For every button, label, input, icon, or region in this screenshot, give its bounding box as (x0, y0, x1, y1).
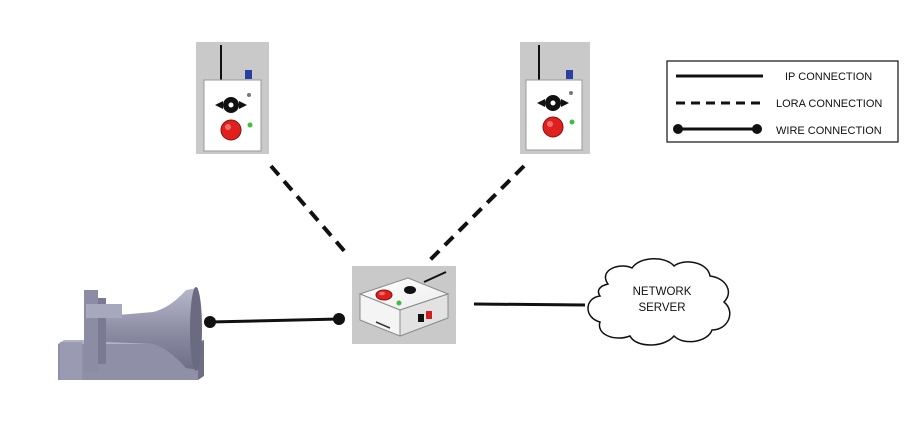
lora-button-device-icon (196, 42, 269, 154)
siren-horn-icon (58, 287, 204, 380)
legend: IP CONNECTION LORA CONNECTION WIRE CONNE… (666, 60, 899, 143)
gateway-box-icon (352, 266, 456, 344)
network-server: NETWORK SERVER (587, 258, 731, 346)
lora-end-device-left (196, 42, 269, 154)
cloud-icon (587, 258, 731, 346)
lora-gateway (352, 266, 456, 344)
ip-connection (473, 302, 586, 307)
legend-label-wire: WIRE CONNECTION (776, 125, 882, 137)
lora-button-device-icon (520, 42, 590, 154)
legend-item-wire: WIRE CONNECTION (673, 124, 882, 137)
legend-swatch-wire-dot-start (673, 124, 683, 134)
connection-lines (204, 164, 586, 328)
legend-label-ip: IP CONNECTION (785, 71, 872, 83)
legend-item-lora: LORA CONNECTION (676, 98, 882, 110)
network-server-label-line2: SERVER (638, 302, 685, 314)
lora-end-device-right (520, 42, 590, 154)
siren (58, 287, 204, 380)
legend-swatch-wire-dot-end (752, 124, 762, 134)
lora-connection-left (269, 164, 348, 255)
network-server-label-line1: NETWORK (633, 286, 692, 298)
legend-label-lora: LORA CONNECTION (776, 98, 882, 110)
wire-connection (204, 313, 345, 328)
legend-item-ip: IP CONNECTION (676, 71, 872, 83)
lora-connection-right (428, 164, 526, 262)
